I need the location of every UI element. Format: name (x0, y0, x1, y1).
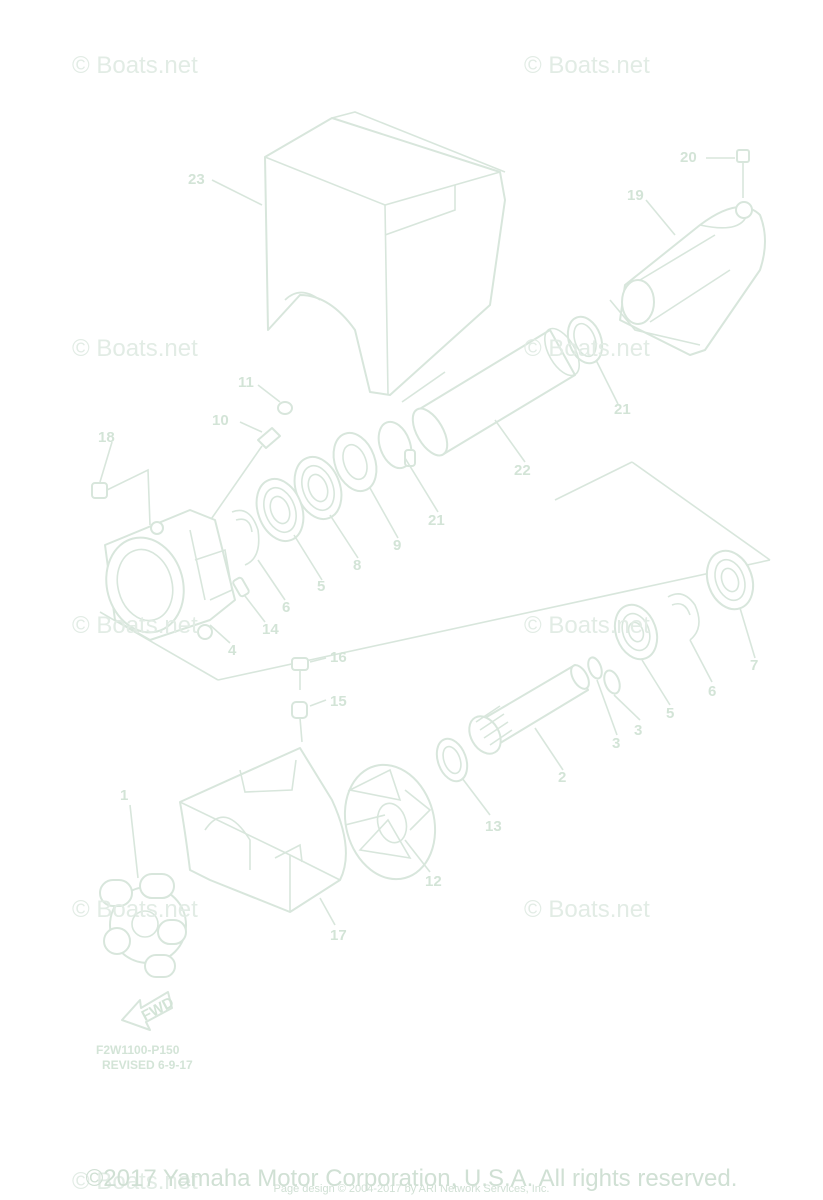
part-12-impeller (343, 763, 437, 881)
callout-21-lower: 21 (428, 512, 445, 529)
guide-lines (99, 371, 771, 681)
diagram-code: F2W1100-P150 REVISED 6-9-17 (96, 1043, 193, 1073)
part-6-snap-ring-lower (667, 593, 700, 641)
part-3-orings (587, 656, 621, 695)
watermark: © Boats.net (524, 896, 650, 923)
callout-3-right: 3 (634, 722, 642, 739)
callout-17: 17 (330, 927, 347, 944)
part-14-pin (232, 576, 250, 598)
watermark: © Boats.net (72, 896, 198, 923)
callout-11: 11 (238, 374, 254, 391)
callout-7: 7 (750, 657, 758, 674)
watermark: © Boats.net (524, 335, 650, 362)
callout-1: 1 (120, 787, 128, 804)
watermark: © Boats.net (72, 612, 198, 639)
callout-6-upper: 6 (282, 599, 290, 616)
callout-numbers: 23 20 19 11 10 18 21 22 21 6 5 8 9 14 4 … (98, 149, 758, 944)
part-1-rubber-grate (99, 873, 187, 978)
part-4-pump-housing (104, 509, 236, 641)
callout-4: 4 (228, 642, 237, 659)
callout-16: 16 (330, 649, 347, 666)
callout-15: 15 (330, 693, 347, 710)
part-11-cap (277, 401, 293, 415)
callout-5-lower: 5 (666, 705, 674, 722)
callout-10: 10 (212, 412, 229, 429)
callout-9: 9 (393, 537, 401, 554)
callout-12: 12 (425, 873, 442, 890)
callout-14: 14 (262, 621, 279, 638)
watermark: © Boats.net (524, 52, 650, 79)
part-18-bolt (91, 468, 151, 526)
callout-13: 13 (485, 818, 502, 835)
callout-5-upper: 5 (317, 578, 325, 595)
part-13-washer (435, 737, 469, 783)
part-22-tube (411, 327, 580, 457)
callout-23: 23 (188, 171, 205, 188)
callout-6-lower: 6 (708, 683, 716, 700)
copyright-notice: ©2017 Yamaha Motor Corporation, U.S.A. A… (85, 1165, 738, 1192)
watermark: © Boats.net (72, 1168, 198, 1195)
part-6-snap-ring-upper (231, 509, 260, 566)
leader-lines (99, 157, 756, 926)
part-21-clip (377, 420, 416, 470)
part-15-collar (291, 701, 308, 743)
watermark: © Boats.net (524, 612, 650, 639)
fwd-arrow-icon: FWD (121, 991, 177, 1031)
watermark: © Boats.net (72, 335, 198, 362)
part-16-bolt (291, 657, 309, 690)
revised-date: REVISED 6-9-17 (102, 1058, 193, 1072)
part-20-bolt (736, 149, 750, 198)
watermark: © Boats.net (72, 52, 198, 79)
callout-8: 8 (353, 557, 361, 574)
part-7-bearing (705, 549, 755, 611)
callout-18: 18 (98, 429, 115, 446)
part-2-shaft (468, 664, 590, 755)
part-19-nozzle-elbow (609, 201, 766, 356)
part-9-washer (332, 431, 378, 493)
callout-2: 2 (558, 769, 566, 786)
part-5-bearing-lower (613, 603, 659, 661)
callout-21-upper: 21 (614, 401, 631, 418)
diagram-code-id: F2W1100-P150 (96, 1043, 180, 1057)
page-design-notice: Page design © 2004-2017 by ARI Network S… (273, 1183, 550, 1195)
callout-19: 19 (627, 187, 644, 204)
part-17-lower-housing (179, 747, 347, 913)
callout-20: 20 (680, 149, 697, 166)
callout-22: 22 (514, 462, 531, 479)
callout-3-left: 3 (612, 735, 620, 752)
part-5-bearing-upper (255, 478, 305, 542)
part-23-housing-cover (264, 111, 506, 396)
